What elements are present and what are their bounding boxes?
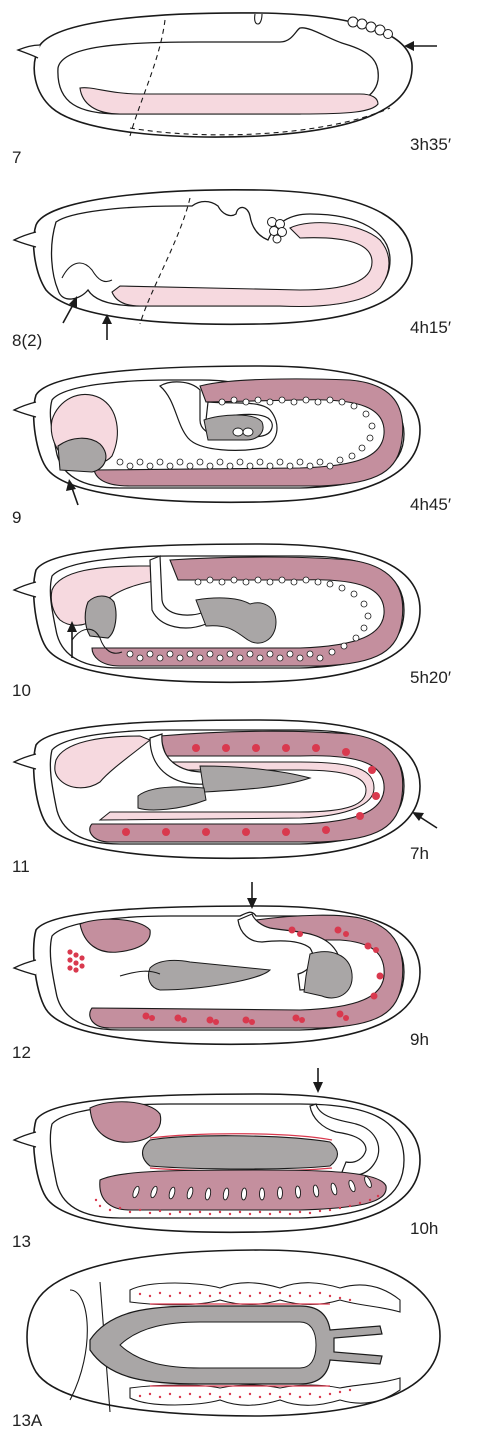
stage-12-embryo [14, 882, 420, 1044]
stage-7-time: 3h35′ [410, 135, 451, 154]
stage-10-label: 10 [12, 681, 31, 700]
arrow-icon [102, 314, 112, 340]
stage-8-embryo [14, 190, 412, 340]
stage-13-time: 10h [410, 1219, 438, 1238]
stage-11-label: 11 [12, 857, 30, 876]
stage-9-time: 4h45′ [410, 495, 451, 514]
stage-9-label: 9 [12, 508, 21, 527]
stage-13a-embryo [27, 1250, 440, 1416]
stage-13-embryo [14, 1068, 420, 1232]
arrow-icon [412, 812, 437, 828]
stage-13a-label: 13A [12, 1411, 43, 1430]
stage-7-embryo [18, 13, 437, 137]
stage-8-time: 4h15′ [410, 318, 451, 337]
stage-12-label: 12 [12, 1043, 31, 1062]
stage-11-embryo [14, 720, 437, 858]
stage-13-label: 13 [12, 1232, 31, 1251]
stage-12-time: 9h [410, 1030, 429, 1049]
stage-8-label: 8(2) [12, 331, 42, 350]
stage-10-time: 5h20′ [410, 668, 451, 687]
arrow-icon [313, 1068, 323, 1093]
arrow-icon [404, 41, 437, 51]
stage-10-embryo [14, 544, 420, 682]
stage-11-time: 7h [410, 844, 429, 863]
stage-9-embryo [14, 366, 420, 505]
stage-7-label: 7 [12, 148, 21, 167]
arrow-icon [247, 882, 257, 909]
